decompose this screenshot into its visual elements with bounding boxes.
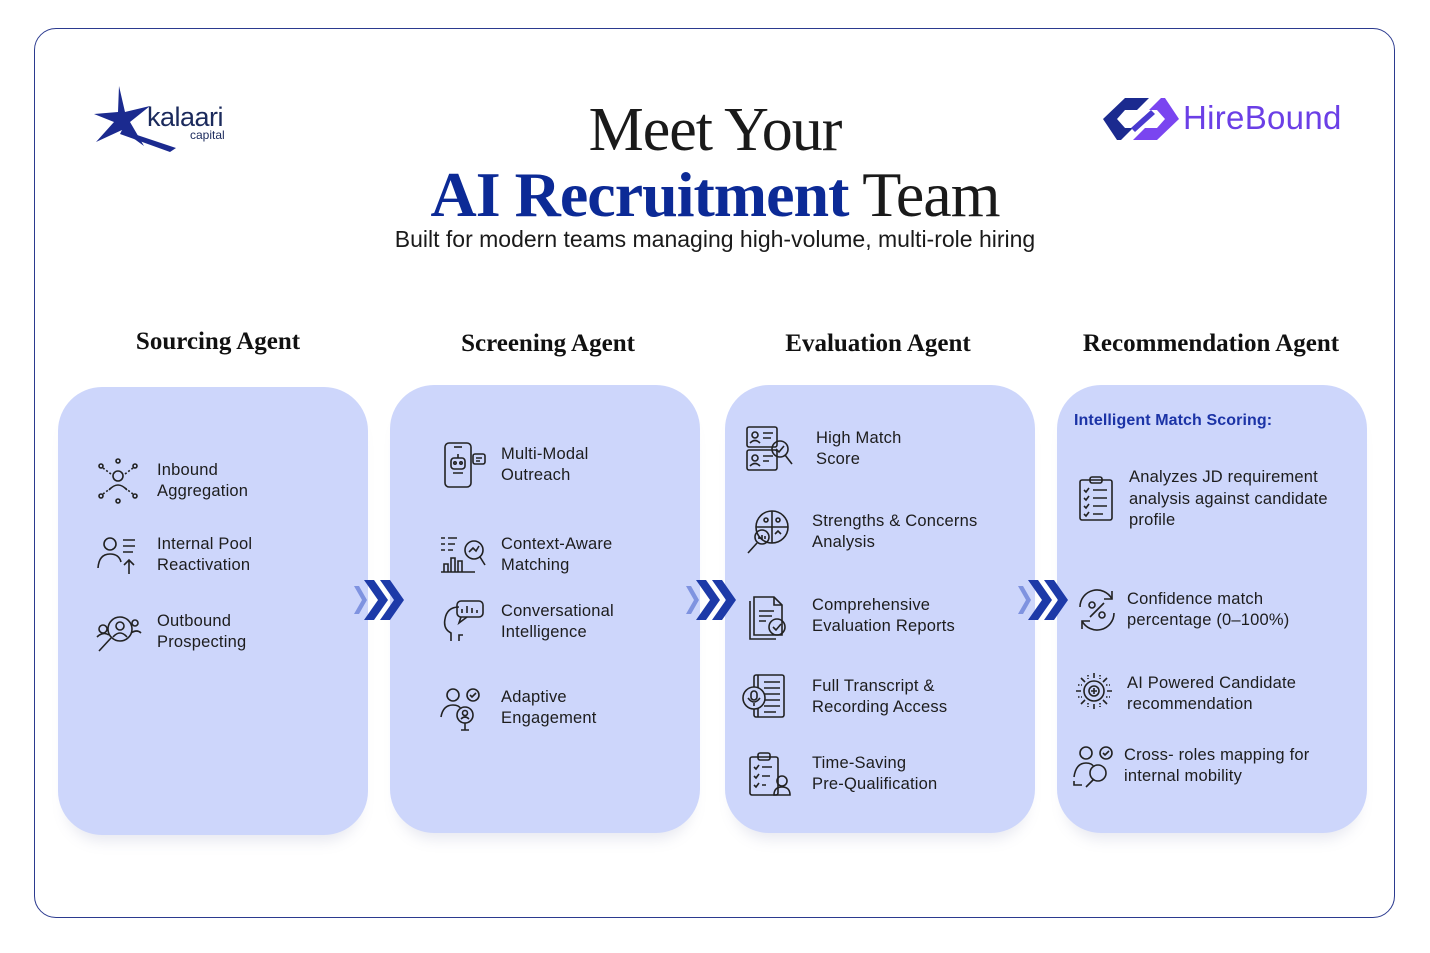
kalaari-sub: capital [190, 128, 225, 142]
item-label-line: High Match [816, 428, 902, 447]
head-chat-icon [437, 597, 487, 647]
item-label-line: Outreach [501, 466, 571, 484]
ai-chip-icon [1072, 669, 1122, 719]
title-rest: Team [848, 159, 1000, 230]
network-user-icon [93, 456, 143, 506]
item-label-line: Intelligence [501, 623, 587, 641]
scoring-heading: Intelligent Match Scoring: [1074, 412, 1273, 429]
item-label-line: analysis against candidate [1129, 489, 1328, 508]
people-search-icon [1072, 741, 1122, 791]
item-label-line: percentage (0–100%) [1127, 611, 1290, 629]
item-label-line: Pre-Qualification [812, 775, 938, 793]
kalaari-logo: kalaari capital [92, 84, 242, 154]
title-line-2: AI Recruitment Team [0, 158, 1430, 232]
subtitle: Built for modern teams managing high-vol… [394, 226, 1036, 252]
item-label-line: Cross- roles mapping for [1124, 745, 1310, 764]
title-highlight: AI Recruitment [430, 159, 850, 230]
report-check-icon [744, 591, 794, 641]
title-line-1: Meet Your [588, 96, 843, 164]
transcript-mic-icon [740, 672, 790, 722]
chevron-arrow-icon [686, 580, 736, 620]
item-label-line: Time-Saving [812, 753, 907, 772]
evaluation-item-transcript: Full Transcript & Recording Access [740, 672, 947, 722]
checklist-icon [1072, 474, 1122, 524]
chevron-arrow-icon [354, 580, 404, 620]
item-label-line: Engagement [501, 709, 597, 727]
page-frame [34, 28, 1395, 918]
item-label-line: Recording Access [812, 698, 948, 716]
item-label-line: internal mobility [1124, 767, 1243, 785]
item-label-line: Score [816, 450, 861, 468]
profile-search-icon [744, 424, 794, 474]
hirebound-name: HireBound [1183, 99, 1342, 136]
kalaari-star-icon [94, 86, 176, 152]
item-label-line: Evaluation Reports [812, 617, 956, 635]
item-label-line: Matching [501, 556, 570, 574]
hirebound-logo: HireBound [1103, 96, 1363, 144]
item-label-line: Confidence match [1127, 589, 1264, 608]
item-label-line: Outbound [157, 611, 232, 630]
recommendation-item-ai-powered: AI Powered Candidate recommendation [1072, 669, 1296, 719]
chart-search-icon [437, 530, 487, 580]
clipboard-user-icon [744, 749, 794, 799]
column-title-sourcing: Sourcing Agent [135, 328, 301, 355]
item-label-line: Aggregation [157, 482, 249, 500]
column-title-recommendation: Recommendation Agent [1082, 330, 1340, 357]
team-analysis-icon [744, 507, 794, 557]
hirebound-mark-icon [1103, 98, 1179, 140]
item-label-line: recommendation [1127, 695, 1253, 713]
phone-bot-icon [437, 440, 487, 490]
item-label-line: profile [1129, 511, 1176, 529]
recommendation-item-jd-analysis: Analyzes JD requirement analysis against … [1072, 467, 1328, 532]
sourcing-agent-card [58, 387, 368, 835]
percent-cycle-icon [1072, 585, 1122, 635]
item-label-line: Multi-Modal [501, 444, 589, 463]
recommendation-item-confidence: Confidence match percentage (0–100%) [1072, 585, 1290, 635]
column-title-evaluation: Evaluation Agent [785, 330, 971, 357]
item-label-line: Full Transcript & [812, 676, 935, 695]
chevron-arrow-icon [1018, 580, 1068, 620]
recommendation-item-cross-roles: Cross- roles mapping for internal mobilit… [1072, 741, 1309, 791]
item-label-line: Prospecting [157, 633, 247, 651]
kalaari-name: kalaari [147, 102, 224, 132]
screening-agent-card [390, 385, 700, 833]
item-label-line: Strengths & Concerns [812, 511, 978, 530]
item-label-line: Comprehensive [812, 595, 931, 614]
item-label-line: Context-Aware [501, 534, 613, 553]
item-label-line: Analyzes JD requirement [1129, 468, 1318, 486]
user-search-icon [93, 607, 143, 657]
column-title-screening: Screening Agent [461, 330, 635, 357]
item-label-line: Internal Pool [157, 534, 253, 553]
item-label-line: Conversational [501, 601, 614, 620]
item-label-line: AI Powered Candidate [1127, 673, 1297, 692]
item-label-line: Inbound [157, 460, 219, 479]
item-label-line: Adaptive [501, 687, 567, 706]
item-label-line: Reactivation [157, 556, 251, 574]
people-check-icon [437, 683, 487, 733]
item-label-line: Analysis [812, 533, 876, 551]
user-list-icon [93, 530, 143, 580]
